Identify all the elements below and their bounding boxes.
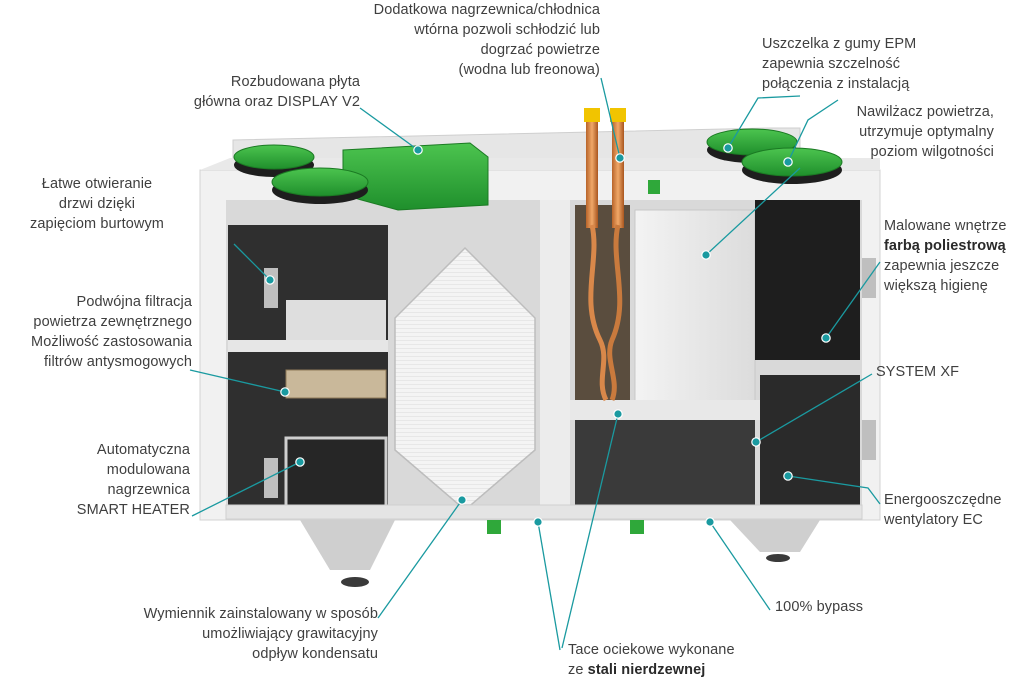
- label-humidifier: Nawilżacz powietrza, utrzymuje optymalny…: [856, 104, 994, 160]
- callout-line-trays-b: [561, 413, 619, 649]
- duct-connectors: [233, 128, 843, 204]
- callout-dot-bypass: [705, 517, 715, 527]
- label-mainboard: Rozbudowana płyta główna oraz DISPLAY V2: [193, 74, 360, 110]
- label-reheater: Dodatkowa nagrzewnica/chłodnica wtórna p…: [373, 2, 600, 78]
- callout-line-humidifier2: [705, 167, 801, 256]
- leg-right: [730, 520, 820, 552]
- callout-dot-humidifier: [783, 157, 793, 167]
- label-doors: Łatwe otwieranie drzwi dzięki zapięciom …: [30, 176, 164, 232]
- callout-dot-filtration: [280, 387, 290, 397]
- callout-dot-exchanger: [457, 495, 467, 505]
- humidifier-box: [634, 209, 756, 411]
- callout-dot-fans: [783, 471, 793, 481]
- copper-pipes: [584, 108, 626, 402]
- label-fans: Energooszczędne wentylatory EC: [884, 492, 1002, 528]
- callout-dot-gasket: [723, 143, 733, 153]
- label-smart-heater: Automatyczna modulowana nagrzewnica SMAR…: [76, 442, 190, 518]
- label-bypass: 100% bypass: [775, 599, 864, 615]
- callout-line-gasket: [727, 95, 801, 149]
- label-system-xf: SYSTEM XF: [876, 364, 960, 380]
- callout-dot-reheater: [615, 153, 625, 163]
- callout-dot-doors: [265, 275, 275, 285]
- label-gasket: Uszczelka z gumy EPM zapewnia szczelność…: [762, 36, 917, 92]
- leg-left: [300, 520, 395, 570]
- callout-line-trays-a: [537, 521, 561, 651]
- callout-line-doors: [233, 243, 271, 281]
- drip-tray: [225, 504, 863, 520]
- heat-exchanger: [394, 246, 536, 511]
- callout-line-smart-heater: [191, 461, 301, 517]
- callout-line-bypass: [709, 521, 771, 611]
- callout-line-interior: [825, 261, 881, 339]
- callout-line-reheater: [600, 77, 621, 159]
- callout-dot-interior: [821, 333, 831, 343]
- callout-line-humidifier: [787, 99, 839, 163]
- callout-dot-system-xf: [751, 437, 761, 447]
- callout-dot-mainboard: [413, 145, 423, 155]
- callout-lines: [189, 77, 881, 651]
- callout-line-system-xf: [755, 373, 873, 443]
- callout-line-fans: [787, 475, 881, 505]
- label-trays: Tace ociekowe wykonane ze stali nierdzew…: [568, 642, 735, 678]
- label-filtration: Podwójna filtracja powietrza zewnętrzneg…: [31, 294, 192, 370]
- callout-dot-trays-a: [533, 517, 543, 527]
- callout-dot-smart-heater: [295, 457, 305, 467]
- label-interior: Malowane wnętrze farbą poliestrową zapew…: [884, 218, 1007, 294]
- callout-dot-trays-b: [613, 409, 623, 419]
- callout-line-filtration: [189, 369, 286, 393]
- callout-line-exchanger: [377, 499, 463, 619]
- callout-dot-humidifier2: [701, 250, 711, 260]
- callout-line-mainboard: [359, 107, 419, 151]
- label-exchanger: Wymiennik zainstalowany w sposób umożliw…: [143, 606, 378, 662]
